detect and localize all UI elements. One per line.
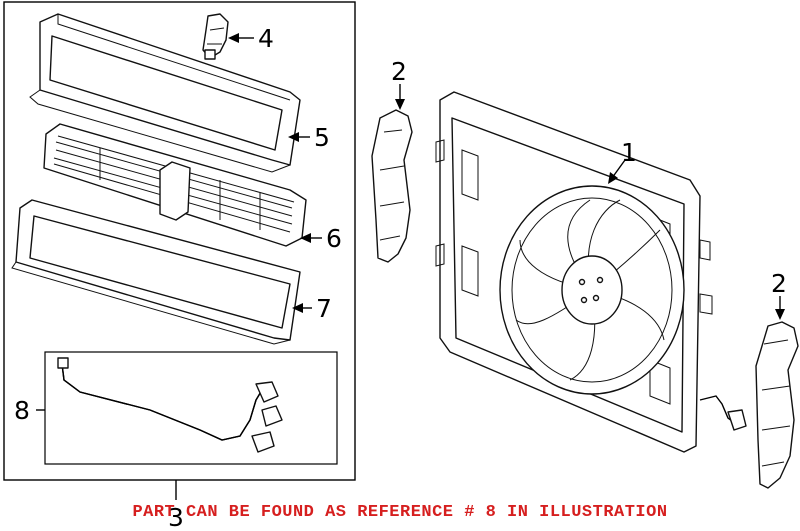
mount-bracket-left	[371, 109, 413, 263]
arrow-1	[608, 172, 618, 184]
group-box-8	[44, 351, 338, 465]
arrow-2b	[775, 309, 785, 320]
air-duct-upper	[29, 13, 301, 173]
arrow-7	[292, 303, 303, 313]
reference-note: PART CAN BE FOUND AS REFERENCE # 8 IN IL…	[132, 503, 668, 522]
group-box-3	[3, 1, 356, 481]
arrow-5	[288, 132, 299, 142]
arrow-6	[300, 233, 311, 243]
leader-1	[611, 159, 626, 179]
callout-3: 3	[168, 503, 184, 531]
arrow-4	[228, 33, 239, 43]
callout-5: 5	[314, 123, 330, 152]
callout-2-left: 2	[391, 57, 407, 86]
callout-8: 8	[14, 396, 30, 425]
sensor-clip	[202, 13, 229, 60]
callout-1: 1	[621, 138, 637, 167]
callout-6: 6	[326, 224, 342, 253]
callout-2-right: 2	[771, 269, 787, 298]
grille-shutter	[43, 123, 307, 247]
mount-bracket-right	[755, 321, 799, 489]
callout-7: 7	[316, 294, 332, 323]
wiring-harness	[57, 357, 283, 453]
fan-shroud	[435, 91, 747, 453]
air-duct-lower	[11, 199, 301, 345]
callout-4: 4	[258, 24, 274, 53]
arrow-2a	[395, 99, 405, 110]
